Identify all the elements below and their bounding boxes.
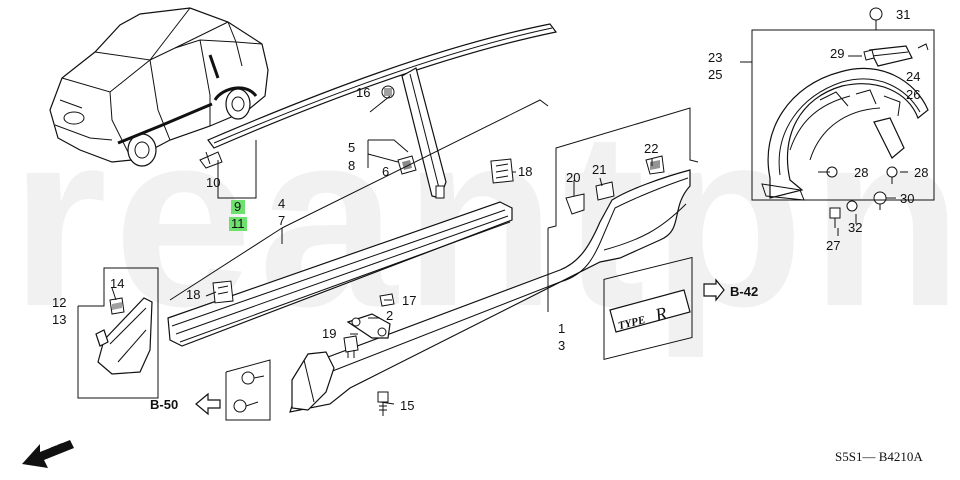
type-r-emblem: TYPE R	[603, 256, 693, 361]
callout-28b[interactable]: 28	[914, 165, 928, 180]
screws-b50	[233, 371, 265, 413]
ref-arrow-b50[interactable]: B-50	[150, 392, 221, 416]
clip-19	[343, 335, 359, 358]
callout-16[interactable]: 16	[356, 85, 370, 100]
clip-16	[381, 85, 395, 99]
callout-6[interactable]: 6	[382, 164, 389, 179]
side-sill-garnish	[167, 201, 513, 347]
highlight-11	[229, 217, 247, 231]
callout-4[interactable]: 4	[278, 196, 285, 211]
callout-29[interactable]: 29	[830, 46, 844, 61]
callout-13[interactable]: 13	[52, 312, 66, 327]
callout-7[interactable]: 7	[278, 213, 285, 228]
clip-20	[565, 193, 585, 215]
rear-mudguard	[95, 297, 153, 375]
bracket-2	[346, 313, 391, 339]
callout-14[interactable]: 14	[110, 276, 124, 291]
front-label: FR.	[48, 439, 71, 459]
callouts: 1 2 3 4 5 6 7 8 9 10 11 12 13 14 15 16 1…	[52, 7, 928, 413]
callout-19[interactable]: 19	[322, 326, 336, 341]
callout-27[interactable]: 27	[826, 238, 840, 253]
clip-14	[109, 297, 125, 315]
callout-28a[interactable]: 28	[854, 165, 868, 180]
callout-12[interactable]: 12	[52, 295, 66, 310]
ref-arrow-b42[interactable]: B-42	[703, 278, 758, 302]
front-arrow: FR.	[22, 439, 74, 468]
callout-18-upper[interactable]: 18	[518, 164, 532, 179]
fasteners-right	[826, 7, 929, 228]
clip-10	[199, 151, 223, 169]
callout-3[interactable]: 3	[558, 338, 565, 353]
callout-17[interactable]: 17	[402, 293, 416, 308]
ref-b42-label[interactable]: B-42	[730, 284, 758, 299]
callout-5[interactable]: 5	[348, 140, 355, 155]
ref-b50-label[interactable]: B-50	[150, 397, 178, 412]
callout-18-lower[interactable]: 18	[186, 287, 200, 302]
callout-26[interactable]: 26	[906, 87, 920, 102]
callout-11[interactable]: 11	[231, 216, 245, 231]
roof-molding	[207, 23, 558, 149]
callout-25[interactable]: 25	[708, 67, 722, 82]
callout-8[interactable]: 8	[348, 158, 355, 173]
side-sill-panel	[289, 169, 691, 413]
callout-22[interactable]: 22	[644, 141, 658, 156]
clip-18-upper	[490, 158, 514, 184]
callout-31[interactable]: 31	[896, 7, 910, 22]
callout-9[interactable]: 9	[234, 199, 241, 214]
car-illustration	[49, 7, 269, 167]
leader-lines	[77, 29, 935, 421]
callout-20[interactable]: 20	[566, 170, 580, 185]
callout-23[interactable]: 23	[708, 50, 722, 65]
callout-2[interactable]: 2	[386, 308, 393, 323]
screw-15	[377, 391, 389, 416]
diagram-code: S5S1— B4210A	[835, 449, 923, 464]
pillar-garnish	[401, 67, 447, 199]
clip-21	[595, 181, 615, 201]
callout-24[interactable]: 24	[906, 69, 920, 84]
callout-21[interactable]: 21	[592, 162, 606, 177]
callout-10[interactable]: 10	[206, 175, 220, 190]
svg-text:R: R	[652, 303, 668, 325]
fender-liner	[761, 45, 929, 201]
highlight-9	[231, 200, 245, 214]
callout-15[interactable]: 15	[400, 398, 414, 413]
callout-32[interactable]: 32	[848, 220, 862, 235]
clip-18-lower	[212, 280, 234, 304]
callout-30[interactable]: 30	[900, 191, 914, 206]
callout-1[interactable]: 1	[558, 321, 565, 336]
